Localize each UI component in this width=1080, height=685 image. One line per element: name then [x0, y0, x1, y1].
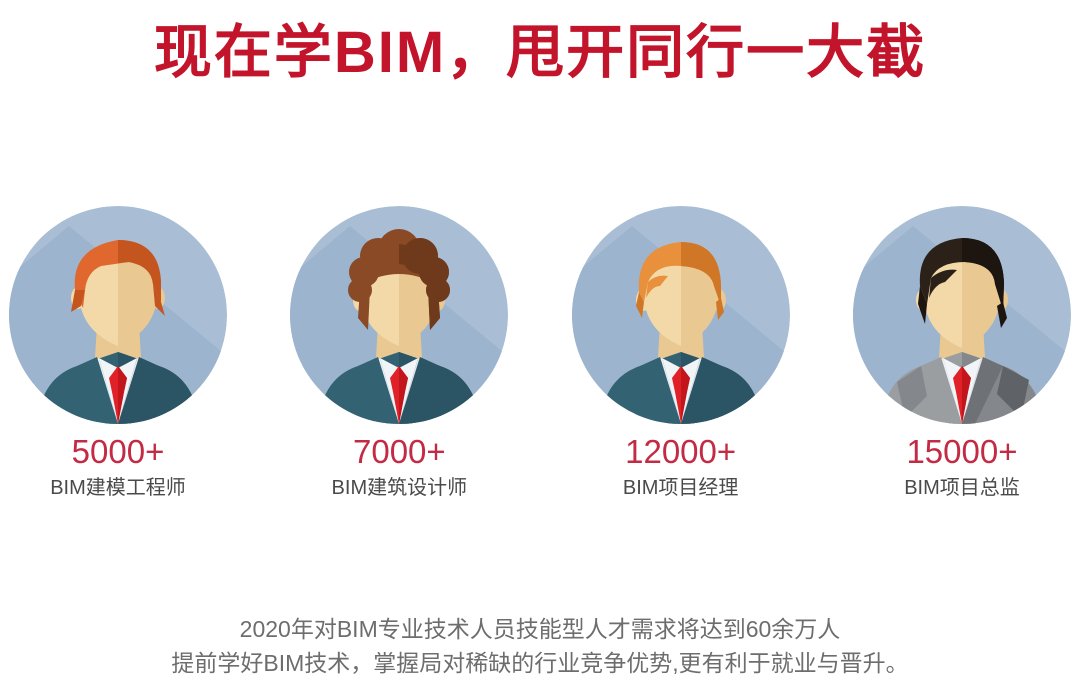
page-title: 现在学BIM，甩开同行一大截 [153, 19, 927, 85]
stat-cell-1: 5000+ BIM建模工程师 [2, 432, 234, 503]
avatar-bim-architect-designer-icon [290, 206, 509, 424]
stat-label: BIM建筑设计师 [331, 477, 468, 499]
stat-number: 7000+ [352, 433, 446, 470]
stat-number: 12000+ [625, 433, 737, 470]
stat-label: BIM项目经理 [622, 477, 739, 499]
stat-cell-4: 15000+ BIM项目总监 [846, 432, 1078, 503]
stat-cell-2: 7000+ BIM建筑设计师 [283, 432, 515, 503]
stats-row: 5000+ BIM建模工程师 7000+ BIM建筑设计师 12000+ BIM… [0, 432, 1080, 503]
stat-number: 5000+ [71, 433, 165, 470]
footer-line-1: 2020年对BIM专业技术人员技能型人才需求将达到60余万人 [239, 616, 841, 642]
avatar-cell-2 [283, 206, 515, 428]
footer-text-block: 2020年对BIM专业技术人员技能型人才需求将达到60余万人 提前学好BIM技术… [0, 612, 1080, 680]
avatar-cell-4 [846, 206, 1078, 428]
avatar-row [0, 206, 1080, 428]
stat-label: BIM项目总监 [904, 477, 1020, 499]
avatar-cell-3 [565, 206, 797, 428]
avatar-bim-project-manager-icon [571, 206, 790, 424]
stat-number: 15000+ [906, 433, 1018, 470]
avatar-bim-project-director-icon [852, 206, 1071, 424]
stat-cell-3: 12000+ BIM项目经理 [565, 432, 797, 503]
footer-line-2: 提前学好BIM技术，掌握局对稀缺的行业竞争优势,更有利于就业与晋升。 [171, 650, 909, 676]
avatar-cell-1 [2, 206, 234, 428]
avatar-bim-modeling-engineer-icon [9, 206, 227, 424]
page-header: 现在学BIM，甩开同行一大截 [0, 0, 1080, 100]
stat-label: BIM建模工程师 [50, 477, 186, 499]
